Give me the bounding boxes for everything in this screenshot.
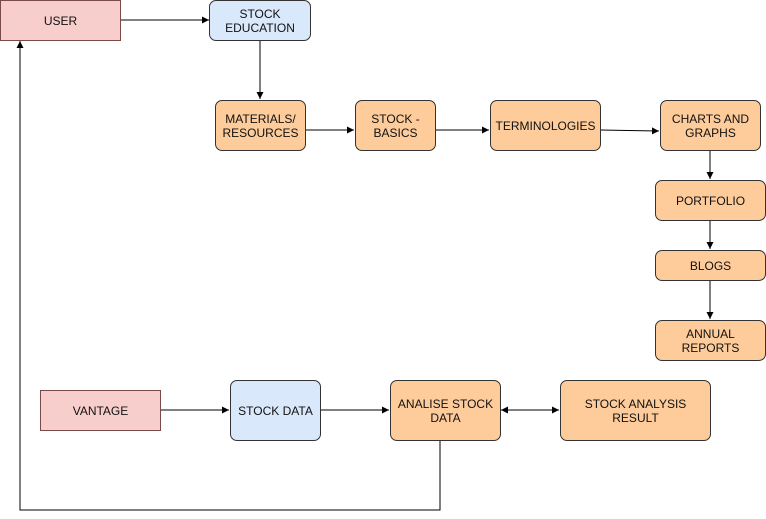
- edge-terminologies-to-charts: [599, 127, 660, 135]
- node-charts-and-graphs: CHARTS AND GRAPHS: [660, 100, 761, 151]
- node-stock-education: STOCK EDUCATION: [209, 0, 311, 41]
- node-stock-analysis-result: STOCK ANALYSIS RESULT: [560, 380, 711, 441]
- node-vantage: VANTAGE: [40, 390, 161, 431]
- node-analise-stock-data: ANALISE STOCK DATA: [390, 380, 501, 441]
- node-terminologies: TERMINOLOGIES: [490, 100, 601, 151]
- node-blogs: BLOGS: [655, 250, 766, 281]
- edge-analise-to-user: [16, 41, 441, 511]
- node-annual-reports: ANNUAL REPORTS: [655, 320, 766, 361]
- node-stock-data: STOCK DATA: [230, 380, 321, 441]
- node-materials-resources: MATERIALS/ RESOURCES: [215, 100, 306, 151]
- node-user: USER: [0, 0, 121, 41]
- node-stock-basics: STOCK - BASICS: [355, 100, 436, 151]
- node-portfolio: PORTFOLIO: [655, 180, 766, 221]
